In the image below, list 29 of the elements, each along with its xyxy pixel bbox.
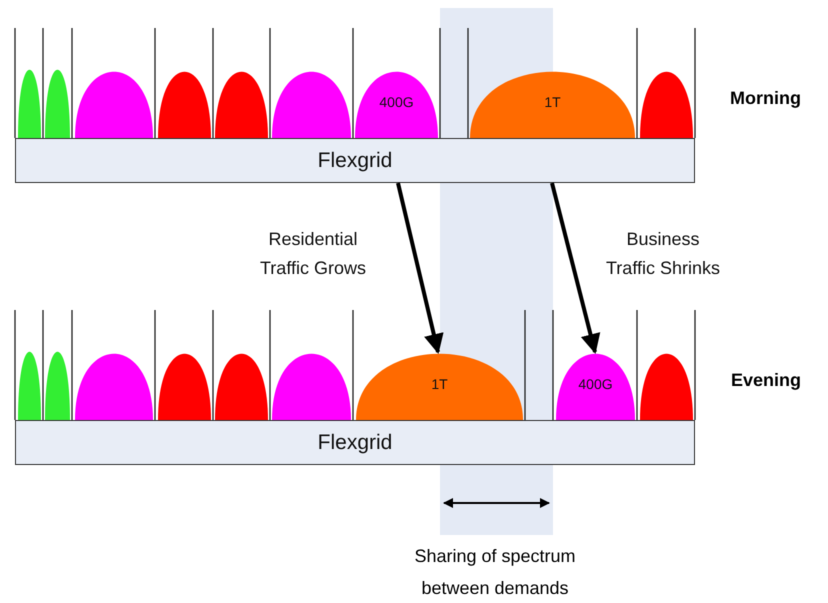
channel-dome bbox=[158, 70, 211, 138]
channel-label: 400G bbox=[378, 94, 415, 110]
flexgrid-bar: Flexgrid bbox=[15, 138, 695, 183]
time-label: Morning bbox=[730, 88, 801, 109]
note-text: Sharing of spectrum between demands bbox=[413, 545, 577, 600]
channel-label: 400G bbox=[577, 376, 614, 392]
channel-dome bbox=[158, 352, 211, 420]
channel-dome bbox=[215, 70, 268, 138]
channel-dome bbox=[272, 70, 351, 138]
channel-dome bbox=[356, 352, 523, 420]
channel-dome bbox=[45, 350, 70, 420]
channel-dome bbox=[640, 352, 693, 420]
channel-dome bbox=[355, 70, 438, 138]
channel-dome bbox=[75, 352, 153, 420]
channel-dome bbox=[556, 352, 635, 420]
channel-dome bbox=[215, 352, 268, 420]
channel-dome bbox=[45, 68, 70, 138]
flexgrid-bar: Flexgrid bbox=[15, 420, 695, 465]
channel-dome bbox=[640, 70, 693, 138]
channel-dome bbox=[18, 350, 41, 420]
channel-dome bbox=[18, 68, 41, 138]
arrow bbox=[396, 182, 444, 354]
arrow bbox=[550, 182, 600, 354]
channel-dome bbox=[75, 70, 153, 138]
channel-dome bbox=[272, 352, 351, 420]
time-label: Evening bbox=[731, 370, 802, 391]
channel-label: 1T bbox=[543, 94, 562, 110]
channel-label: 1T bbox=[430, 376, 449, 392]
channel-dome bbox=[470, 70, 635, 138]
